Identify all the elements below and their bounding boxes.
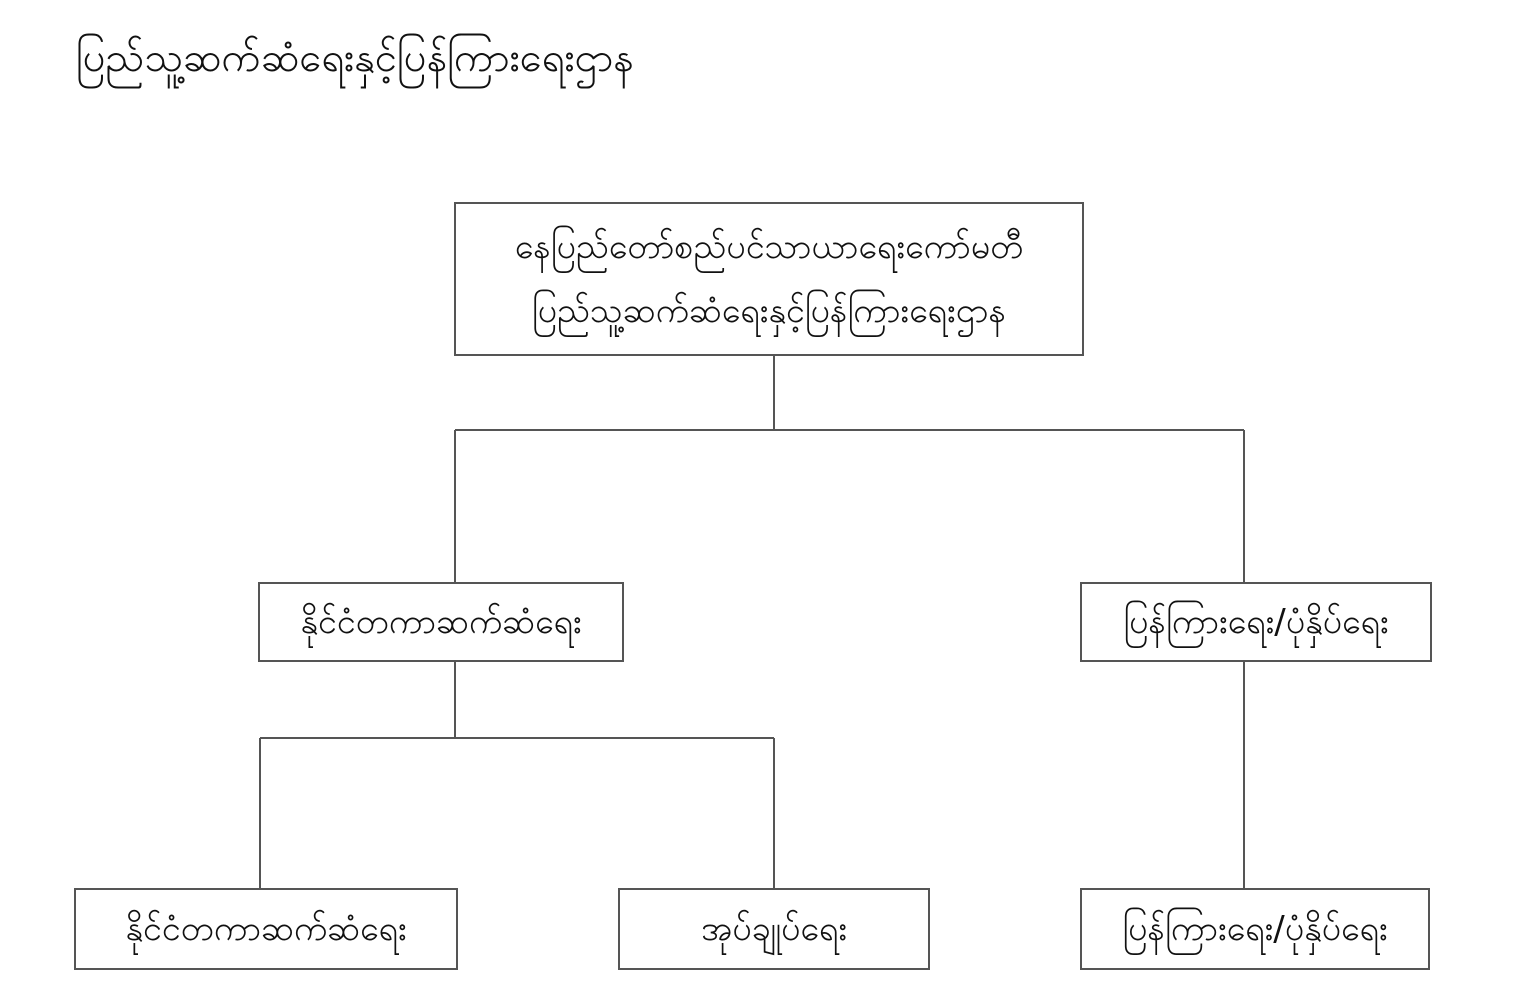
node-label: နိုင်ငံတကာဆက်ဆံရေး — [300, 602, 582, 642]
root-label-line1: နေပြည်တော်စည်ပင်သာယာရေးကော်မတီ — [514, 227, 1024, 267]
org-node-international-relations: နိုင်ငံတကာဆက်ဆံရေး — [258, 582, 624, 662]
node-label: နိုင်ငံတကာဆက်ဆံရေး — [125, 909, 407, 949]
page-title: ပြည်သူ့ဆက်ဆံရေးနှင့်ပြန်ကြားရေးဌာန — [76, 35, 634, 81]
node-label: အုပ်ချုပ်ရေး — [701, 909, 847, 949]
node-label: ပြန်ကြားရေး/ပုံနှိပ်ရေး — [1123, 602, 1389, 642]
node-label: ပြန်ကြားရေး/ပုံနှိပ်ရေး — [1122, 909, 1388, 949]
org-node-administration: အုပ်ချုပ်ရေး — [618, 888, 930, 970]
org-node-information-printing-sub: ပြန်ကြားရေး/ပုံနှိပ်ရေး — [1080, 888, 1430, 970]
org-node-root: နေပြည်တော်စည်ပင်သာယာရေးကော်မတီ ပြည်သူ့ဆက… — [454, 202, 1084, 356]
org-node-international-relations-sub: နိုင်ငံတကာဆက်ဆံရေး — [74, 888, 458, 970]
org-node-information-printing: ပြန်ကြားရေး/ပုံနှိပ်ရေး — [1080, 582, 1432, 662]
root-label-line2: ပြည်သူ့ဆက်ဆံရေးနှင့်ပြန်ကြားရေးဌာန — [531, 291, 1007, 331]
